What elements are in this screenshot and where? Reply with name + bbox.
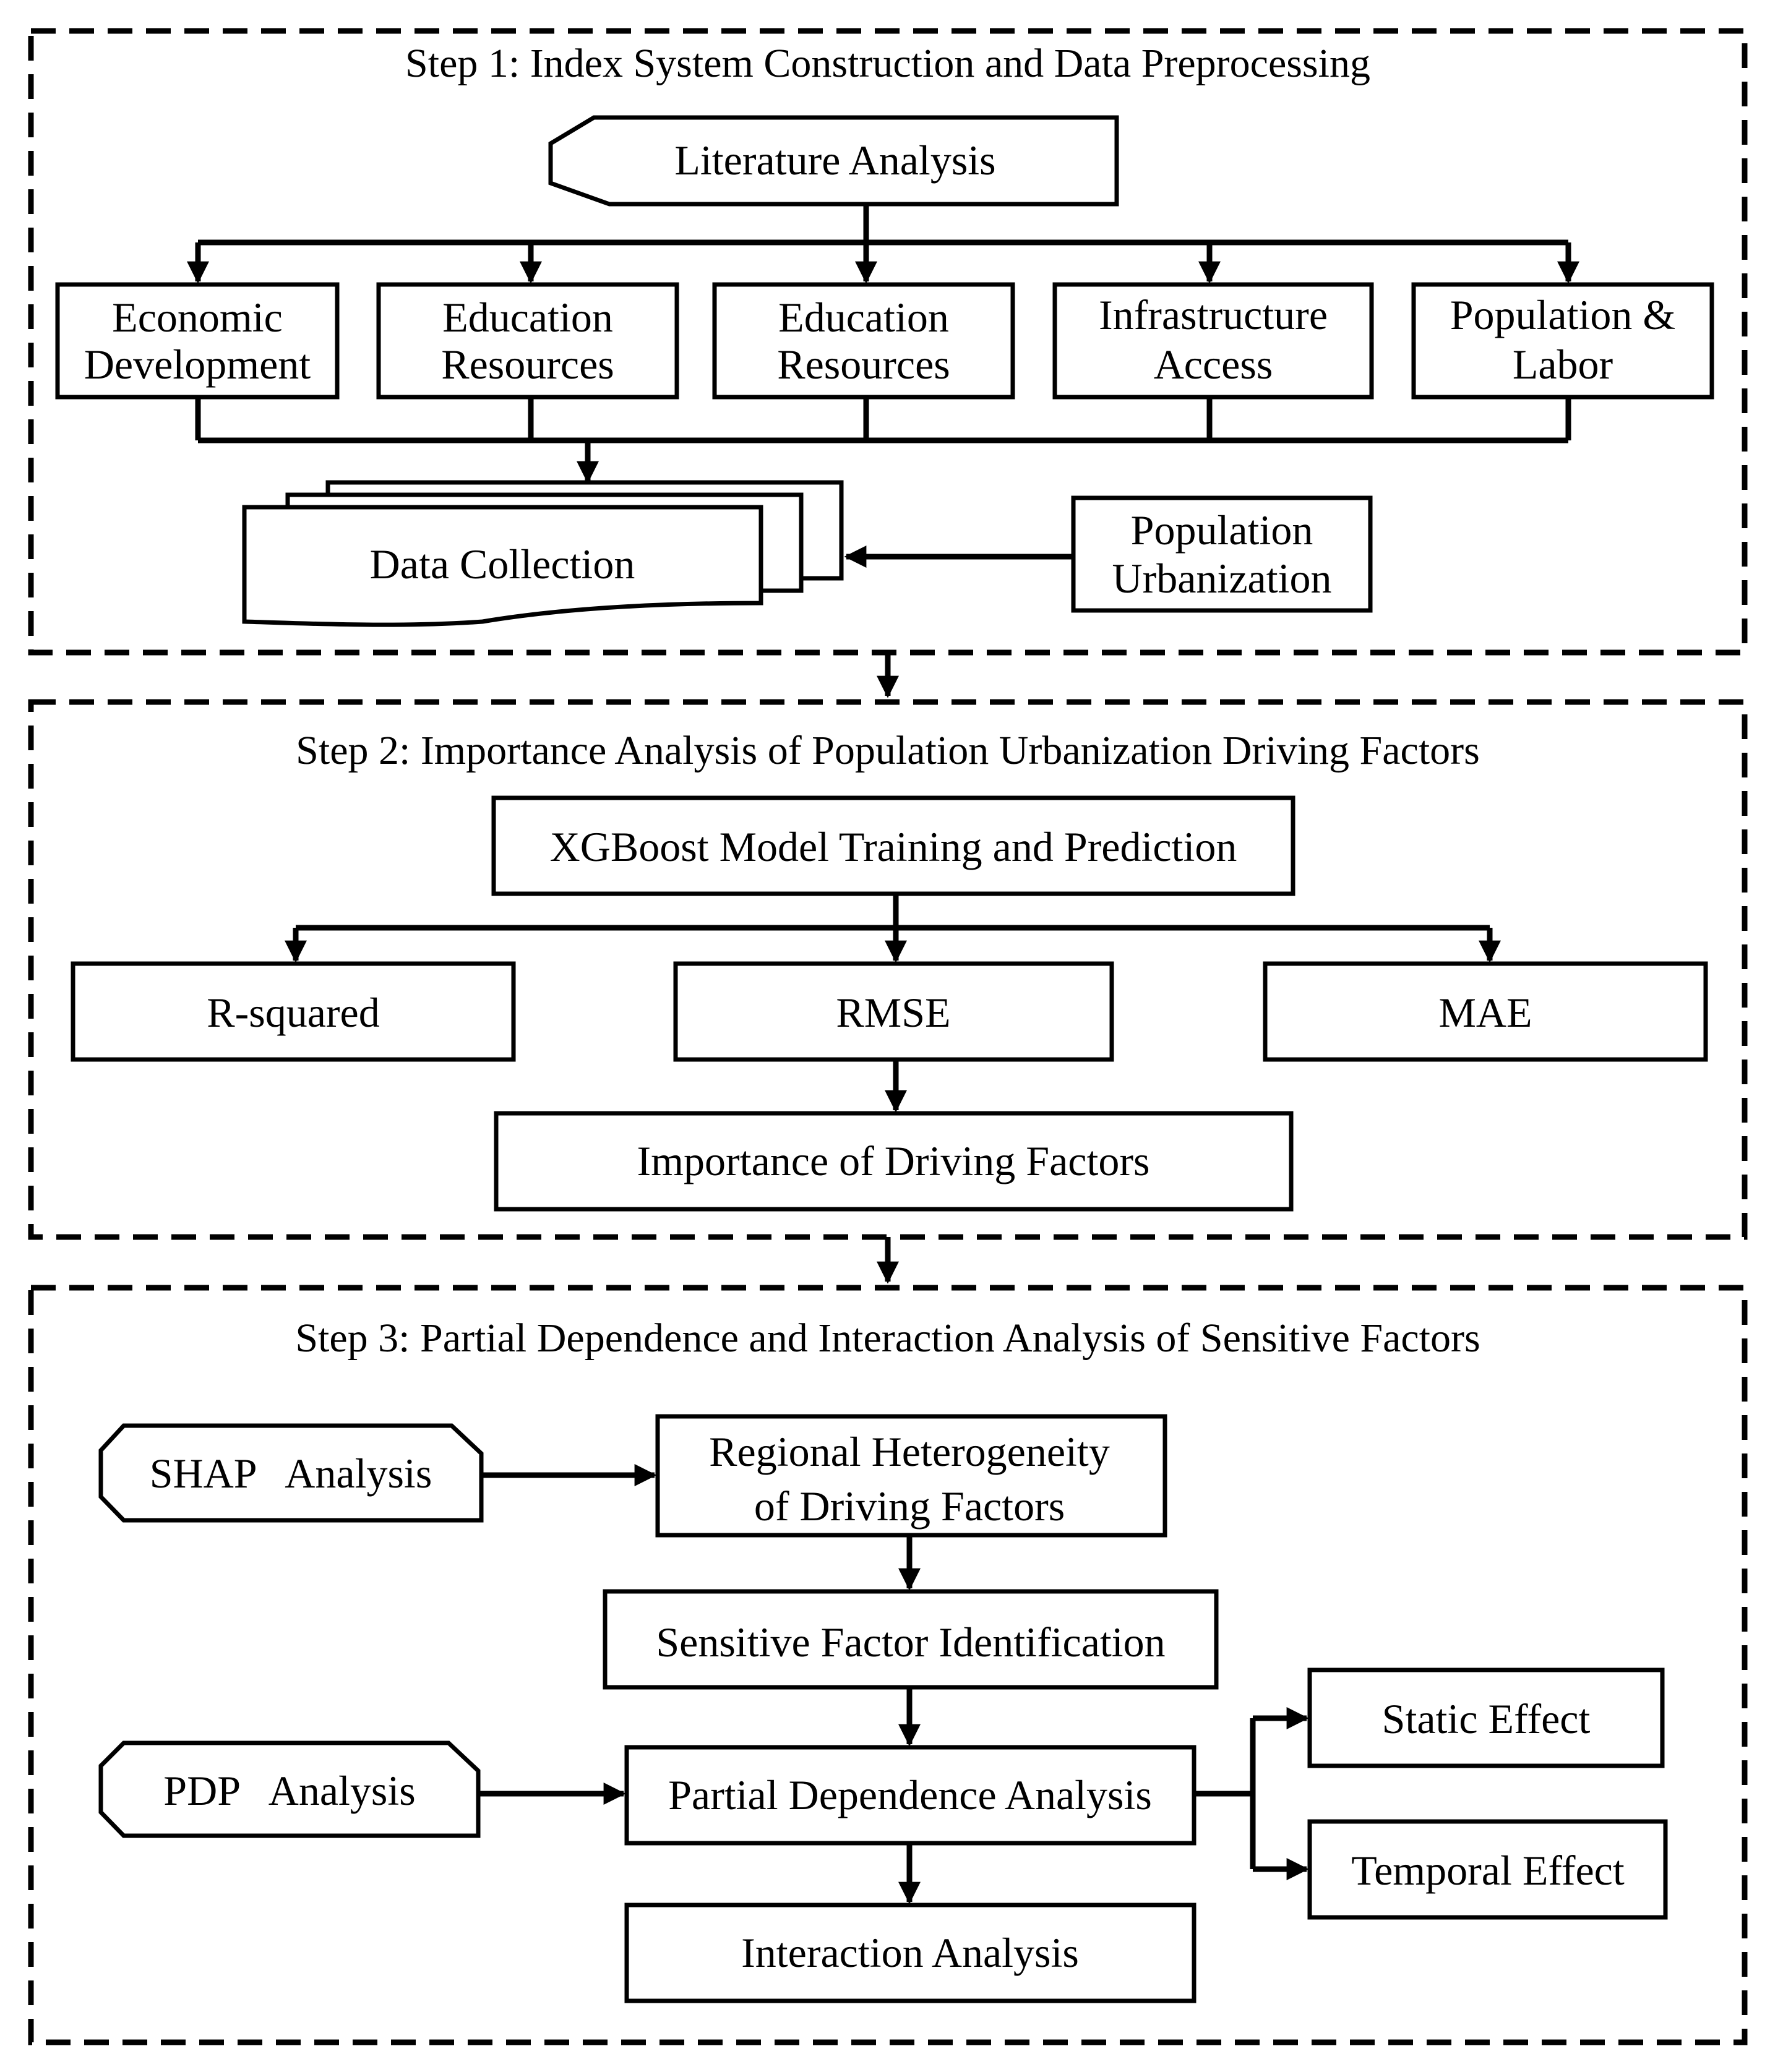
step2-panel: Step 2: Importance Analysis of Populatio…: [28, 699, 1748, 1240]
literature-to-factors-connector: [198, 204, 1568, 246]
step3-title: Step 3: Partial Dependence and Interacti…: [295, 1316, 1480, 1361]
factors-to-data-collection-connector: [195, 397, 1571, 443]
factor-education-resources-1: Education Resources: [376, 282, 679, 400]
factor-education-resources-2: Education Resources: [712, 282, 1015, 400]
svg-text:R-squared: R-squared: [207, 989, 379, 1036]
step3-frame: [28, 1285, 1748, 2045]
xgboost-model-node: XGBoost Model Training and Prediction: [491, 795, 1295, 896]
sensitive-factor-label: Sensitive Factor Identification: [656, 1619, 1165, 1666]
pdp-analysis-label: PDP Analysis: [163, 1767, 415, 1814]
partial-dependence-node: Partial Dependence Analysis: [624, 1745, 1196, 1846]
importance-label: Importance of Driving Factors: [637, 1137, 1150, 1184]
xgboost-model-label: XGBoost Model Training and Prediction: [550, 823, 1237, 870]
svg-text:Infrastructure: Infrastructure: [1099, 291, 1328, 338]
regional-heterogeneity-node: Regional Heterogeneity of Driving Factor…: [655, 1414, 1167, 1538]
svg-text:RMSE: RMSE: [836, 989, 950, 1036]
r-squared-node: R-squared: [71, 961, 516, 1062]
mae-node: MAE: [1263, 961, 1708, 1062]
svg-text:Labor: Labor: [1513, 341, 1613, 388]
svg-text:Economic: Economic: [112, 294, 283, 341]
step1-title: Step 1: Index System Construction and Da…: [405, 41, 1370, 86]
interaction-analysis-node: Interaction Analysis: [624, 1903, 1196, 2003]
temporal-effect-node: Temporal Effect: [1307, 1819, 1668, 1920]
svg-text:Education: Education: [442, 294, 613, 341]
factor-economic-development: Economic Development: [55, 282, 340, 400]
svg-text:Resources: Resources: [441, 341, 614, 388]
temporal-effect-label: Temporal Effect: [1351, 1847, 1625, 1894]
literature-analysis-label: Literature Analysis: [674, 137, 995, 184]
step1-panel: Step 1: Index System Construction and Da…: [28, 28, 1748, 656]
shap-analysis-node: SHAP Analysis: [98, 1423, 484, 1523]
rmse-node: RMSE: [673, 961, 1114, 1062]
svg-text:MAE: MAE: [1438, 989, 1532, 1036]
step3-panel: Step 3: Partial Dependence and Interacti…: [28, 1285, 1748, 2045]
shap-analysis-label: SHAP Analysis: [150, 1450, 432, 1497]
importance-node: Importance of Driving Factors: [494, 1111, 1294, 1212]
svg-text:Population &: Population &: [1450, 291, 1676, 338]
static-effect-node: Static Effect: [1307, 1667, 1665, 1768]
svg-text:Development: Development: [84, 341, 311, 388]
svg-text:Regional Heterogeneity: Regional Heterogeneity: [709, 1428, 1110, 1475]
svg-text:Access: Access: [1154, 341, 1273, 388]
model-to-metrics-connector: [296, 894, 1490, 931]
factor-infrastructure-access: Infrastructure Access: [1052, 282, 1374, 400]
svg-text:of Driving Factors: of Driving Factors: [754, 1483, 1065, 1530]
factor-population-labor: Population & Labor: [1411, 282, 1714, 400]
svg-text:Education: Education: [778, 294, 949, 341]
literature-analysis-node: Literature Analysis: [548, 115, 1119, 207]
population-urbanization-node: Population Urbanization: [1071, 495, 1373, 613]
partial-to-effects-connector: [1194, 1718, 1256, 1869]
step2-frame: [28, 699, 1748, 1240]
sensitive-factor-node: Sensitive Factor Identification: [603, 1589, 1219, 1690]
svg-text:Population: Population: [1131, 507, 1313, 554]
pdp-analysis-node: PDP Analysis: [98, 1740, 481, 1838]
static-effect-label: Static Effect: [1382, 1695, 1591, 1742]
svg-text:Resources: Resources: [777, 341, 950, 388]
interaction-analysis-label: Interaction Analysis: [741, 1929, 1079, 1976]
step2-title: Step 2: Importance Analysis of Populatio…: [296, 728, 1480, 773]
partial-dependence-label: Partial Dependence Analysis: [668, 1771, 1152, 1818]
data-collection-label: Data Collection: [370, 541, 635, 588]
data-collection-node: Data Collection: [242, 480, 844, 627]
svg-text:Urbanization: Urbanization: [1112, 555, 1332, 602]
